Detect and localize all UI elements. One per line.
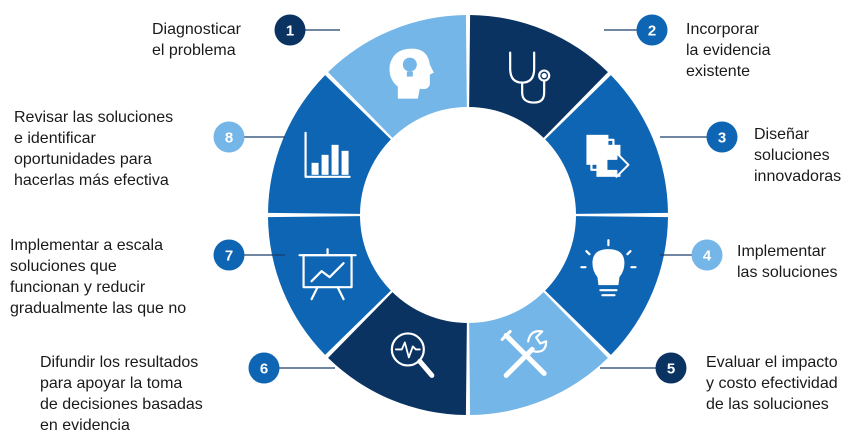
step-label-2: Incorporar la evidencia existente (686, 21, 771, 80)
step-badge-1: 1 (274, 14, 306, 46)
bar-chart-icon (304, 131, 351, 178)
step-badge-8: 8 (213, 121, 245, 153)
step-number: 8 (225, 130, 233, 147)
step-number: 5 (667, 361, 675, 378)
step-label-4: Implementar las soluciones (737, 243, 838, 281)
step-number: 6 (260, 361, 268, 378)
badge-circle (655, 352, 687, 384)
tools-icon (500, 329, 548, 378)
step-badge-3: 3 (706, 121, 738, 153)
magnifier-pulse-icon (390, 332, 435, 378)
step-label-1: Diagnosticar el problema (152, 21, 241, 59)
step-label-7: Implementar a escala soluciones que func… (10, 237, 187, 317)
documents-arrow-icon (586, 134, 630, 178)
badge-circle (691, 239, 723, 271)
step-label-8: Revisar las soluciones e identificar opo… (14, 109, 174, 189)
badge-circle (274, 14, 306, 46)
segment-5 (328, 292, 467, 415)
step-badge-6: 6 (248, 352, 280, 384)
segment-3 (545, 216, 668, 355)
step-number: 4 (703, 248, 712, 265)
step-badge-2: 2 (636, 14, 668, 46)
segment-4 (469, 292, 608, 415)
step-label-6: Difundir los resultados para apoyar la t… (40, 354, 203, 434)
step-label-5: Evaluar el impacto y costo efectividad d… (706, 354, 838, 413)
badge-circle (706, 121, 738, 153)
badge-circle (213, 239, 245, 271)
badge-circle (636, 14, 668, 46)
step-number: 1 (286, 23, 294, 40)
step-label-3: Diseñar soluciones innovadoras (754, 126, 842, 185)
step-number: 2 (648, 23, 656, 40)
step-badge-4: 4 (691, 239, 723, 271)
badge-circle (248, 352, 280, 384)
badge-circle (213, 121, 245, 153)
stethoscope-icon (509, 51, 551, 104)
lightbulb-icon (580, 239, 637, 297)
step-number: 7 (225, 248, 233, 265)
step-badge-7: 7 (213, 239, 245, 271)
segment-7 (268, 75, 391, 214)
step-badge-5: 5 (655, 352, 687, 384)
segment-6 (268, 216, 391, 355)
step-number: 3 (718, 130, 726, 147)
presentation-board-icon (298, 248, 357, 301)
head-lightbulb-icon (389, 48, 434, 99)
